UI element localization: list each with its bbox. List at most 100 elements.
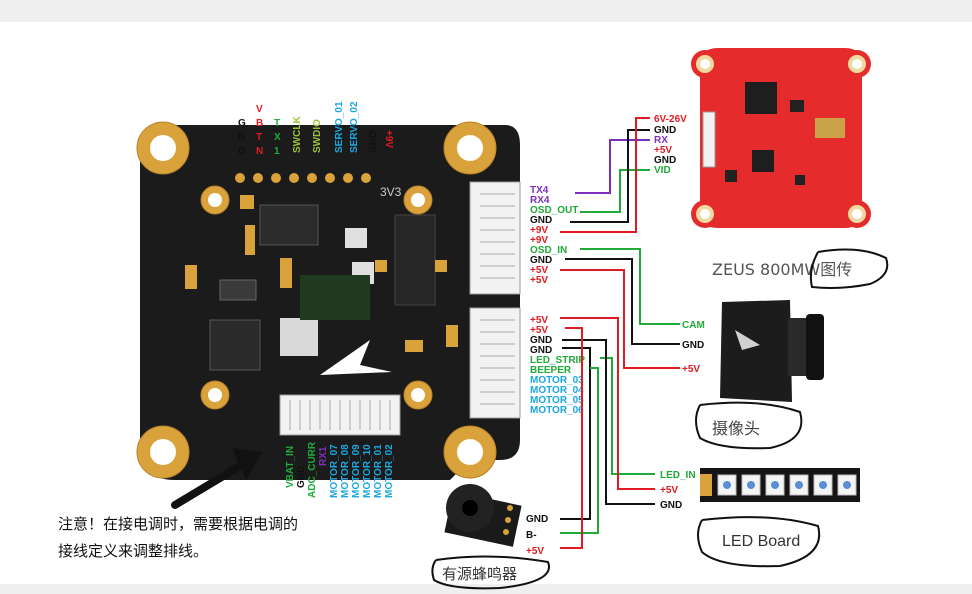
label-beeper: BEEPER [530,365,572,376]
buzzer-caption: 有源蜂鸣器 [442,565,517,583]
wire-tx4 [575,139,650,194]
chip-baro [259,204,319,246]
led-caption: LED Board [722,533,800,550]
pad-label-gnd-g: G [238,118,246,129]
vtx-pin-5v: +5V [654,145,672,156]
label-adc-curr: ADC_CURR [307,441,318,498]
right-connector-top [469,181,521,295]
right-bottom-labels: +5V +5V GND GND LED_STRIP BEEPER MOTOR_0… [530,315,585,416]
vtx-pin-gnd-1: GND [654,125,676,136]
label-motor-09: MOTOR_09 [351,444,362,498]
label-osd-in: OSD_IN [530,245,567,256]
label-tx4: TX4 [530,185,549,196]
camera-caption: 摄像头 [712,419,760,438]
pointer-arrow [171,448,262,509]
label-rx4: RX4 [530,195,550,206]
board-logo [320,340,392,375]
buzzer-caption-circle [431,555,550,590]
pad-label-vbtn-t: T [256,132,262,143]
cam-pin-cam: CAM [682,320,705,331]
camera [720,300,824,402]
right-connector-bottom [469,307,521,419]
label-5v-d: +5V [530,325,548,336]
camera-pin-labels: CAM GND +5V [682,320,705,375]
vtx-caption-circle [809,248,889,289]
vtx-module [691,48,871,228]
buzzer [444,484,522,547]
top-pad-labels: G N D V B T N T X 1 [238,104,281,157]
pad-label-vbtn-n: N [256,146,263,157]
chip-small-1 [345,228,367,248]
pad-label-tx1-t: T [274,118,280,129]
vtx-pin-gnd-2: GND [654,155,676,166]
top-solder-pads [235,173,371,183]
pad-label-gnd-d: D [238,146,245,157]
label-rx1: RX1 [318,446,329,466]
label-5v-c: +5V [530,315,548,326]
pad-label-swdio: SWDIO [312,119,323,153]
wire-gnd-led [562,339,655,505]
label-motor-05: MOTOR_05 [530,395,584,406]
camera-caption-circle [695,401,803,450]
vtx-pin-power: 6V-26V [654,114,687,125]
pad-label-tx1-1: 1 [274,146,280,157]
pad-label-vbtn-b: B [256,118,263,129]
wires [560,117,680,549]
wire-gnd-buzzer [560,347,591,520]
pad-label-gnd: GND [368,131,379,153]
label-osd-out: OSD_OUT [530,205,578,216]
wire-osd-in [580,248,680,325]
led-pin-labels: LED_IN +5V GND [660,470,696,511]
note-line-1: 注意！在接电调时，需要根据电调的 [58,515,298,533]
buzzer-pin-b: B- [526,530,537,541]
label-5v-b: +5V [530,275,548,286]
pad-label-9v: +9V [383,130,394,148]
silk-3v3: 3V3 [380,185,402,199]
wire-osd-out [580,169,650,213]
wire-9v-vtx [560,117,650,233]
label-motor-07: MOTOR_07 [329,444,340,498]
label-5v-a: +5V [530,265,548,276]
vtx-pin-rx: RX [654,135,668,146]
led-pin-in: LED_IN [660,470,696,481]
wire-beeper [560,367,599,534]
wire-5v-cam [560,269,680,369]
label-9v-a: +9V [530,225,548,236]
via-field [300,275,370,320]
label-motor-10: MOTOR_10 [362,444,373,498]
vtx-pin-vid: VID [654,165,671,176]
chip-regulator [219,279,257,301]
cam-pin-5v: +5V [682,364,700,375]
wire-led-strip [600,357,655,475]
pad-label-swclk: SWCLK [292,116,303,153]
label-motor-08: MOTOR_08 [340,444,351,498]
note-line-2: 接线定义来调整排线。 [58,542,208,560]
pad-label-servo-02: SERVO_02 [349,101,360,153]
top-vertical-labels: SWCLK SWDIO SERVO_01 SERVO_02 GND +9V [292,101,394,153]
wire-gnd-cam [565,258,680,345]
chip-imu [280,318,318,356]
label-motor-02: MOTOR_02 [384,444,395,498]
led-pin-gnd: GND [660,500,682,511]
pad-label-tx1-x: X [274,132,281,143]
label-gnd-c: GND [530,335,552,346]
pad-label-servo-01: SERVO_01 [334,101,345,153]
label-vbat-in: VBAT_IN [285,446,296,488]
label-gnd-bottom: GND [296,466,307,488]
label-motor-03: MOTOR_03 [530,375,584,386]
label-motor-01: MOTOR_01 [373,444,384,498]
label-gnd-a: GND [530,215,552,226]
buzzer-pin-5v: +5V [526,546,544,557]
pad-label-vbtn-v: V [256,104,263,115]
chip-mcu [394,214,436,306]
pad-label-gnd-n: N [238,132,245,143]
wire-5v-buzzer [560,327,583,549]
label-9v-b: +9V [530,235,548,246]
led-pin-5v: +5V [660,485,678,496]
cam-pin-gnd: GND [682,340,704,351]
wire-gnd-vtx [570,129,650,223]
top-gray-band [0,0,972,22]
led-caption-circle [697,516,821,568]
buzzer-pin-labels: GND B- +5V [526,514,548,557]
